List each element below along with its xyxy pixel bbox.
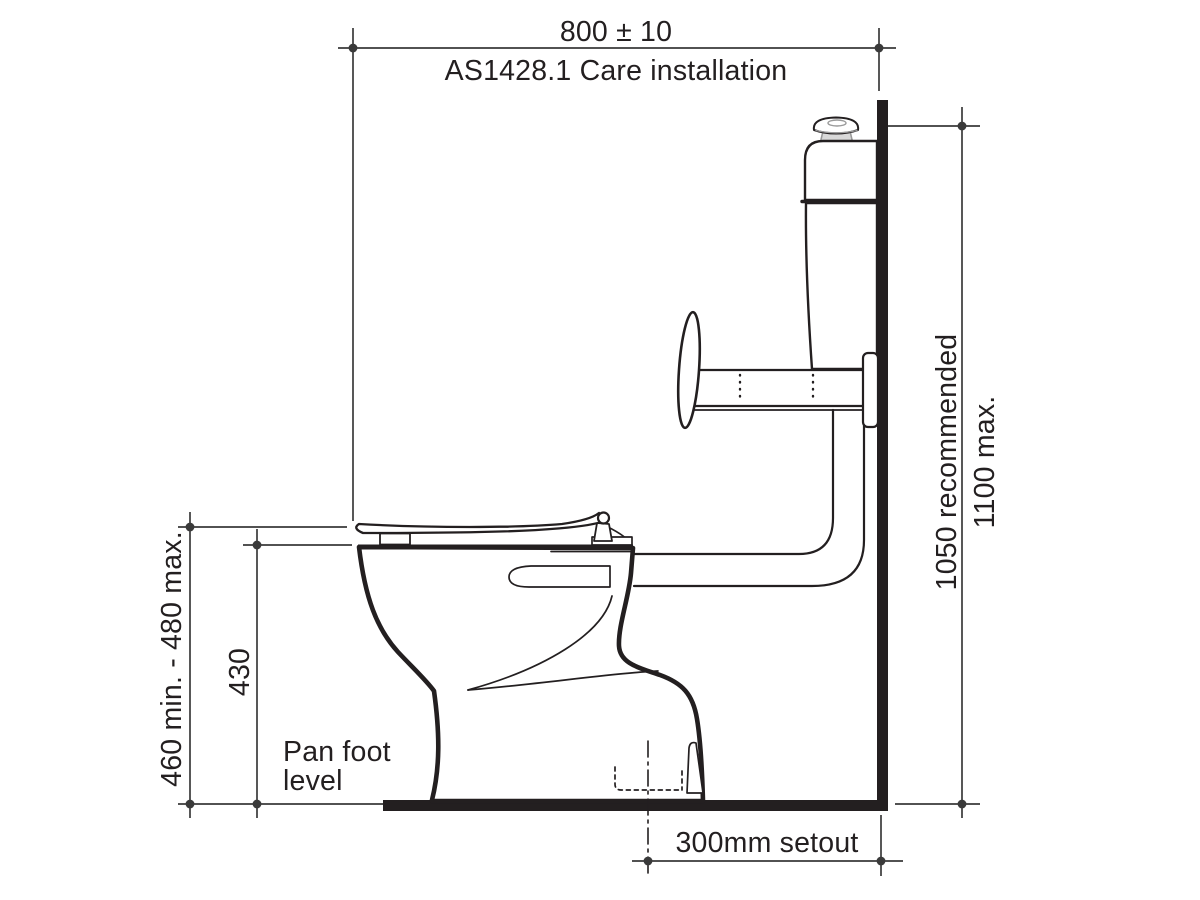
flush-pipe-inner-edge [632, 408, 835, 556]
seat-hinge-knob [596, 511, 611, 525]
backrest-rail [692, 368, 867, 408]
pan-base-contour [467, 670, 659, 691]
cistern-body [804, 201, 879, 371]
seat-profile [355, 511, 606, 535]
height-max-label: 1100 max. [969, 396, 1001, 529]
setout-label: 300mm setout [676, 827, 859, 859]
cistern-lid [803, 139, 879, 202]
dimension-lines [178, 28, 980, 876]
dot-right-top [957, 121, 967, 131]
pan-outline [356, 544, 706, 804]
flush-pipe [632, 408, 866, 588]
dot-seat-top [185, 522, 195, 532]
pan-height-label: 430 [224, 648, 256, 696]
cistern [800, 116, 879, 371]
dot-top-right [874, 43, 884, 53]
flush-pipe-outer-edge [632, 423, 866, 588]
dot-pan-top [252, 540, 262, 550]
pan-foot-rear-detail [686, 741, 704, 794]
backrest-assembly [676, 310, 880, 430]
seat-hinge-post [593, 522, 613, 542]
backrest-pad [676, 310, 702, 430]
flush-button-cap-shade [815, 129, 858, 134]
toilet-seat [355, 511, 633, 547]
dot-top-left [348, 43, 358, 53]
floor [383, 800, 888, 811]
pan-foot-label-line1: Pan foot [283, 736, 391, 768]
hidden-trap-outline [614, 766, 683, 791]
flush-button-top-detail [827, 119, 847, 127]
dimension-dots [185, 43, 967, 866]
installation-caption: AS1428.1 Care installation [445, 55, 788, 87]
dot-setout-right [876, 856, 886, 866]
seat-height-label: 460 min. - 480 max. [156, 531, 188, 787]
room-structure [383, 100, 888, 811]
dot-pan-bottom [252, 799, 262, 809]
dot-seat-bottom [185, 799, 195, 809]
top-dimension-label: 800 ± 10 [560, 16, 672, 48]
flush-pipe-fill [634, 410, 864, 586]
wall [877, 100, 888, 811]
fixture-linework [355, 116, 880, 878]
dot-right-bottom [957, 799, 967, 809]
inlet-spigot [508, 565, 611, 588]
backrest-wall-flange [861, 351, 880, 429]
seat-bumper [379, 532, 411, 546]
toilet-pan [356, 544, 706, 878]
labels: 800 ± 10 AS1428.1 Care installation 1050… [156, 16, 1001, 859]
pan-foot-label-line2: level [283, 765, 343, 797]
pan-bowl-contour [467, 595, 613, 691]
height-recommended-label: 1050 recommended [931, 334, 963, 591]
dot-setout-left [643, 856, 653, 866]
